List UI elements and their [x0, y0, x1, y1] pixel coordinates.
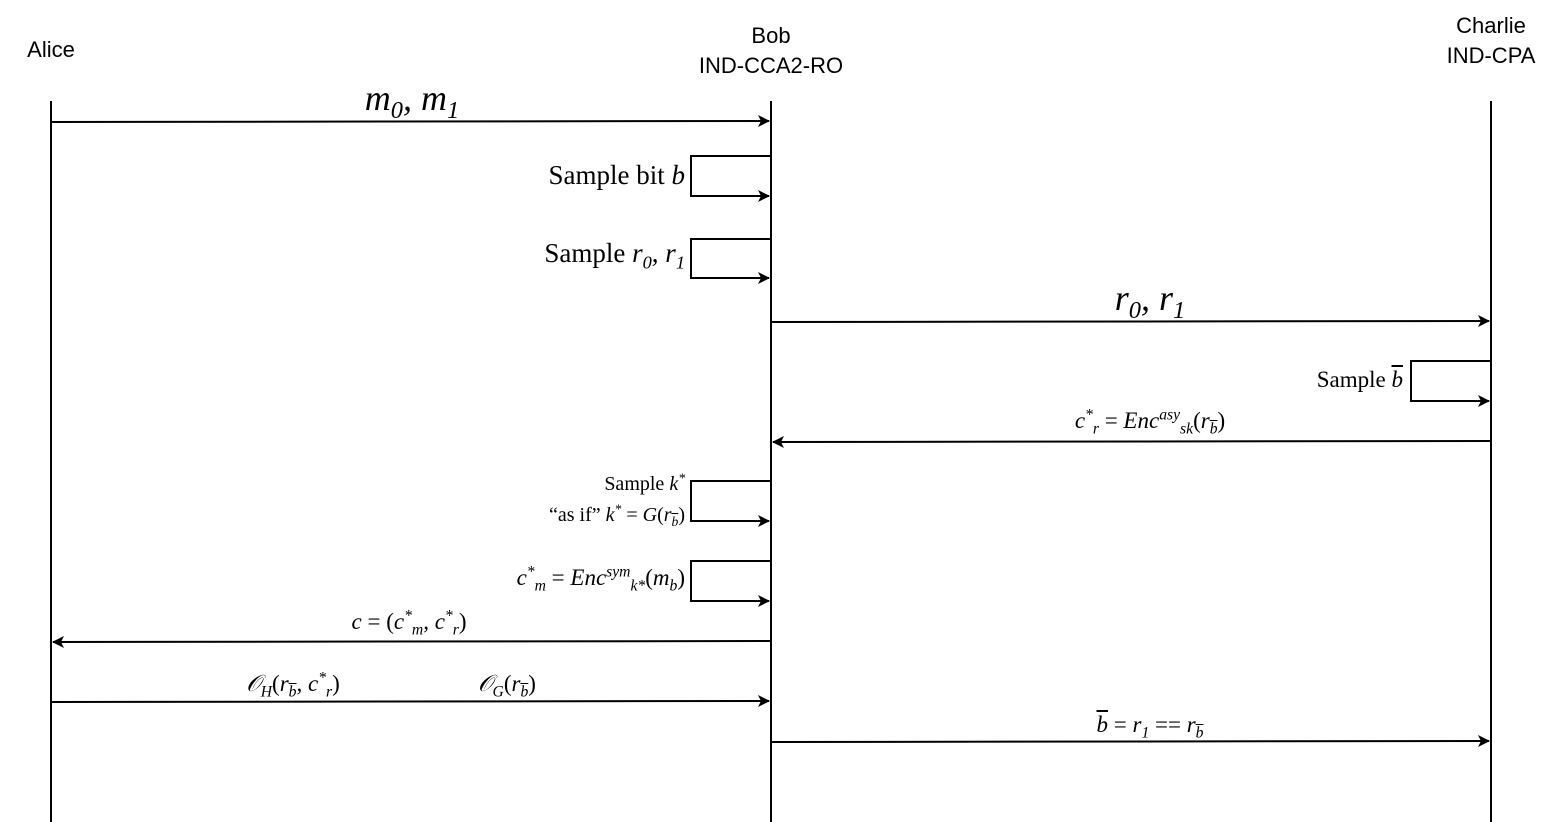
participant-bob: Bob IND-CCA2-RO	[699, 21, 843, 81]
participant-charlie-role: IND-CPA	[1446, 43, 1536, 68]
label-r-send: r0, r1	[1114, 278, 1186, 325]
arrow-oracle-queries	[50, 695, 770, 708]
label-c-return: c = (c*m, c*r)	[351, 607, 467, 639]
participant-alice-name: Alice	[27, 37, 75, 62]
label-charlie-sample: Sample b	[1316, 367, 1403, 392]
arrow-m-send	[50, 115, 770, 128]
label-sample-bit: Sample bit b	[548, 160, 686, 190]
label-oracle-g: 𝒪G(rb)	[478, 671, 536, 701]
label-m-send: m0, m1	[364, 78, 460, 125]
label-cr-return: c*r = Encasysk(rb)	[1074, 406, 1226, 438]
label-sample-k-1: Sample k*	[604, 470, 685, 495]
self-arrow-cm-enc	[690, 560, 771, 607]
label-b-result: b = r1 == rb	[1096, 712, 1204, 742]
arrow-c-return	[52, 635, 772, 648]
arrow-b-result	[770, 735, 1490, 748]
lifeline-bob	[770, 101, 772, 822]
lifeline-alice	[50, 101, 52, 822]
participant-alice: Alice	[27, 35, 75, 65]
label-cm-enc: c*m = Encsymk*(mb)	[516, 563, 685, 595]
label-sample-r: Sample r0, r1	[544, 238, 685, 273]
participant-bob-role: IND-CCA2-RO	[698, 53, 844, 78]
label-sample-k-2: “as if” k* = G(rb)	[549, 501, 685, 529]
participant-charlie-name: Charlie	[1456, 13, 1526, 38]
participant-bob-name: Bob	[751, 23, 791, 48]
participant-charlie: Charlie IND-CPA	[1447, 11, 1536, 71]
self-arrow-sample-r	[690, 238, 771, 284]
self-arrow-sample-bit	[690, 155, 771, 202]
arrow-r-send	[770, 315, 1490, 328]
label-oracle-h: 𝒪H(rb, c*r)	[246, 669, 340, 701]
self-arrow-charlie-sample	[1410, 360, 1491, 407]
arrow-cr-return	[772, 435, 1492, 448]
lifeline-charlie	[1490, 101, 1492, 822]
self-arrow-sample-k	[690, 480, 771, 527]
